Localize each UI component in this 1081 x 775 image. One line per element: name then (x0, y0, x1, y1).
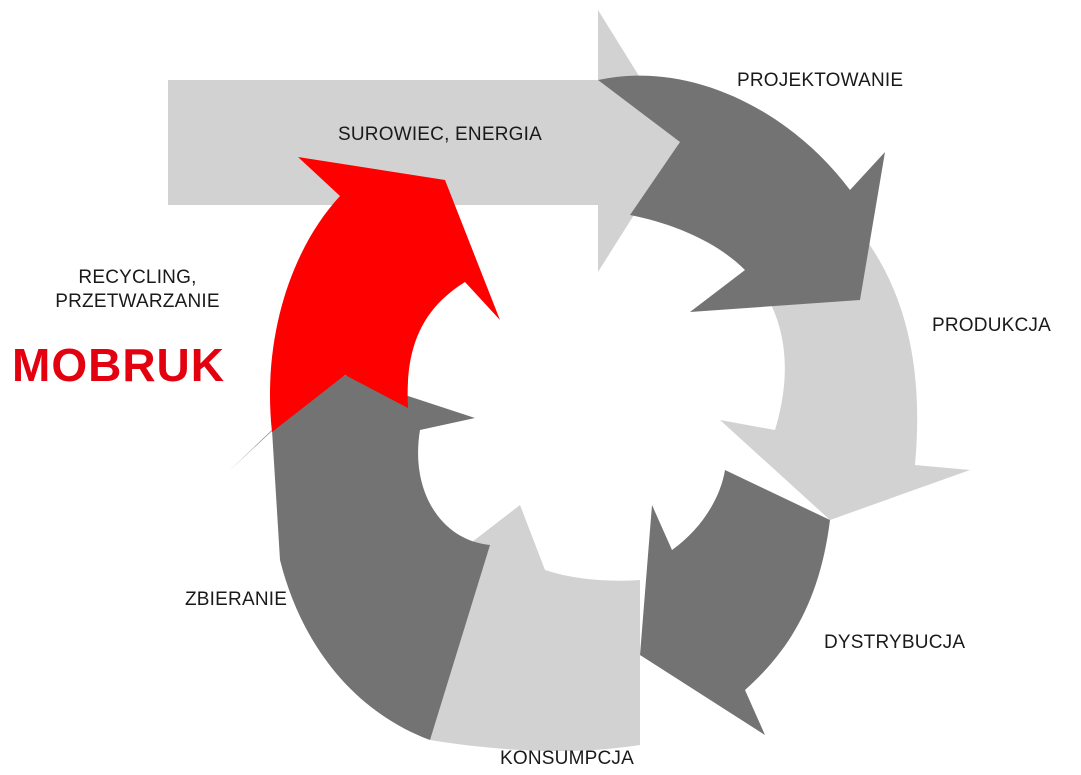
recycling-label-line1: RECYCLING, (78, 267, 197, 288)
recycling-arrow (269, 157, 500, 432)
recycling-label: RECYCLING, PRZETWARZANIE (30, 266, 245, 314)
distribution-label: DYSTRYBUCJA (824, 632, 966, 653)
mobruk-logo: MOBRUK (12, 339, 225, 391)
collection-label: ZBIERANIE (185, 589, 288, 610)
collection-segment (228, 372, 490, 740)
production-label: PRODUKCJA (932, 315, 1051, 336)
design-segment (598, 75, 885, 313)
design-label: PROJEKTOWANIE (737, 70, 904, 91)
input-arrow (168, 10, 680, 272)
recycling-label-line2: PRZETWARZANIE (55, 291, 220, 312)
consumption-label: KONSUMPCJA (500, 748, 634, 769)
input-label: SUROWIEC, ENERGIA (338, 124, 542, 145)
distribution-segment (640, 470, 830, 735)
